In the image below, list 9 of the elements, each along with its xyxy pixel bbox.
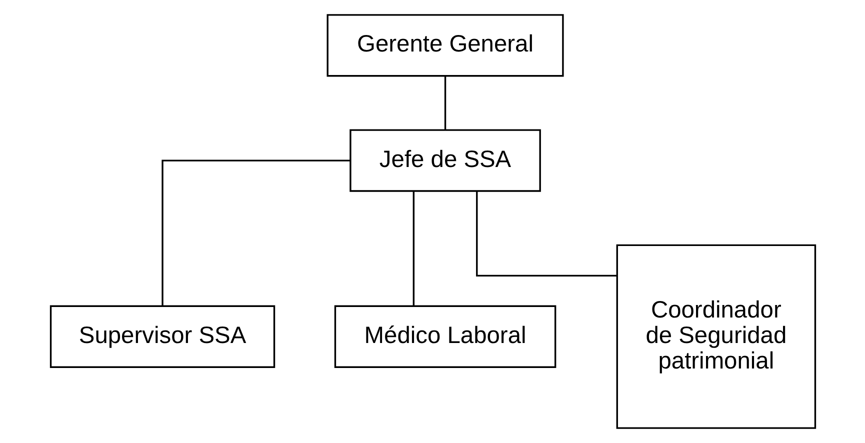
connector: [412, 191, 414, 306]
node-box: Supervisor SSA: [49, 305, 275, 368]
connector: [444, 76, 446, 130]
connector: [161, 160, 350, 306]
node-box: Médico Laboral: [334, 305, 556, 368]
node-box: Coordinador de Seguridad patrimonial: [616, 244, 816, 429]
node-box: Jefe de SSA: [349, 129, 540, 192]
node-box: Gerente General: [326, 14, 564, 77]
connector: [476, 191, 616, 277]
